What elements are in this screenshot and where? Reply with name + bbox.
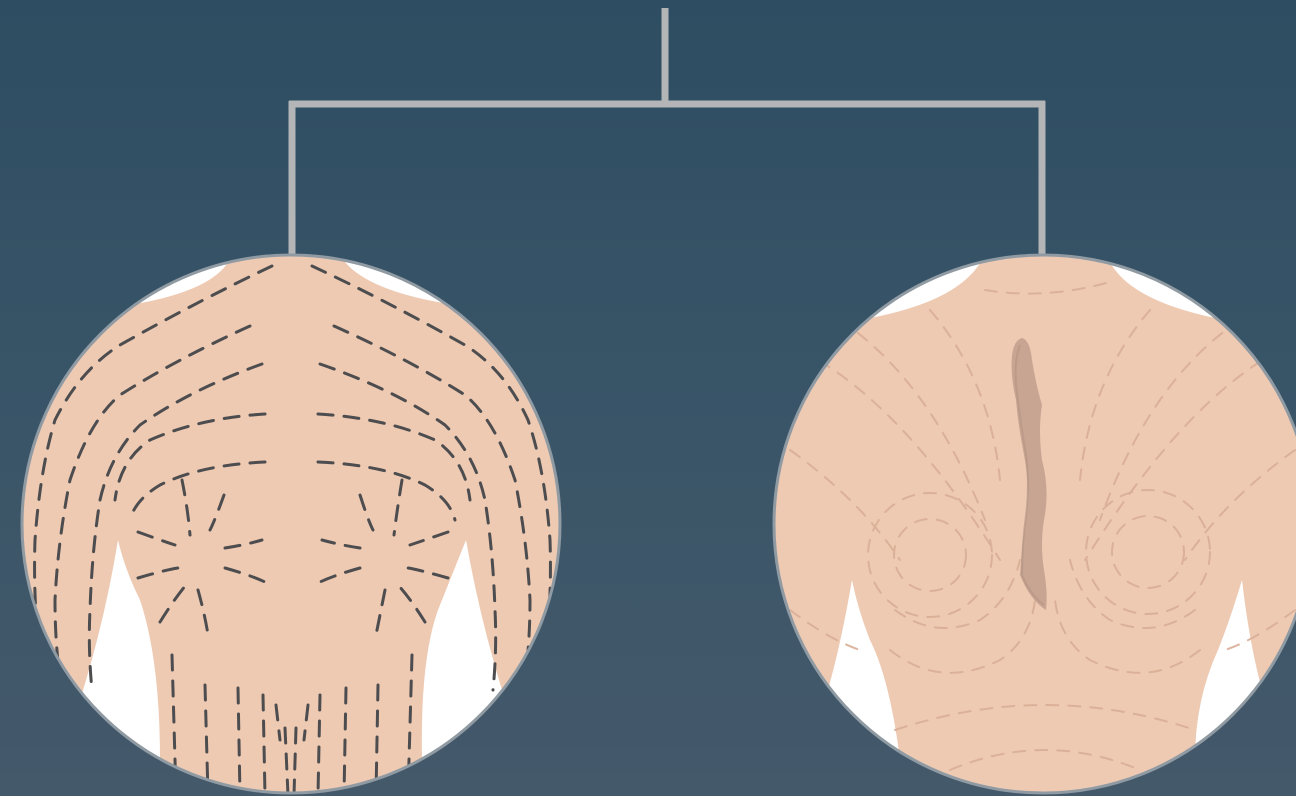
right-back-panel bbox=[772, 254, 1296, 796]
connector-lines bbox=[289, 8, 1045, 256]
left-back-panel bbox=[20, 254, 565, 796]
